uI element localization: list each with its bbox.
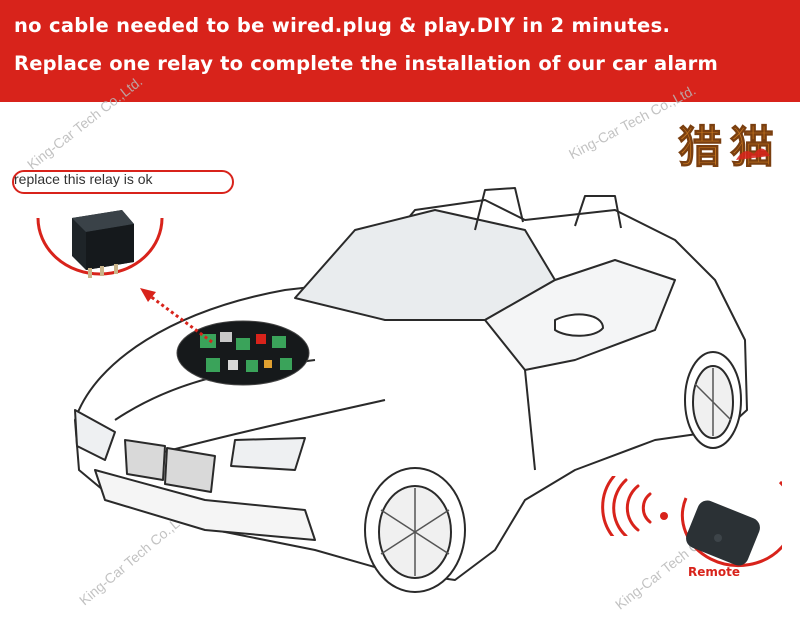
brand-logo: 猎 猫 [678,122,775,174]
banner-headline-2: Replace one relay to complete the instal… [14,52,718,75]
remote-icon [686,500,760,566]
cat-logo-icon: 猎 猫 [678,122,775,174]
remote-label: Remote [688,565,741,579]
pointer-arrow [140,288,213,344]
relay-icon [72,210,134,278]
top-banner: no cable needed to be wired.plug & play.… [0,0,800,102]
svg-text:猫: 猫 [730,122,774,173]
banner-headline-1: no cable needed to be wired.plug & play.… [14,14,671,37]
convertible-car-illustration [74,187,748,593]
remote-closeup [680,480,782,568]
svg-text:猎: 猎 [678,122,722,173]
wireless-signal-icon [601,476,668,536]
relay-callout-pill [12,170,234,194]
fuse-box-inset [176,320,310,386]
relay-callout-label: replace this relay is ok [14,171,153,187]
relay-closeup [36,210,164,278]
